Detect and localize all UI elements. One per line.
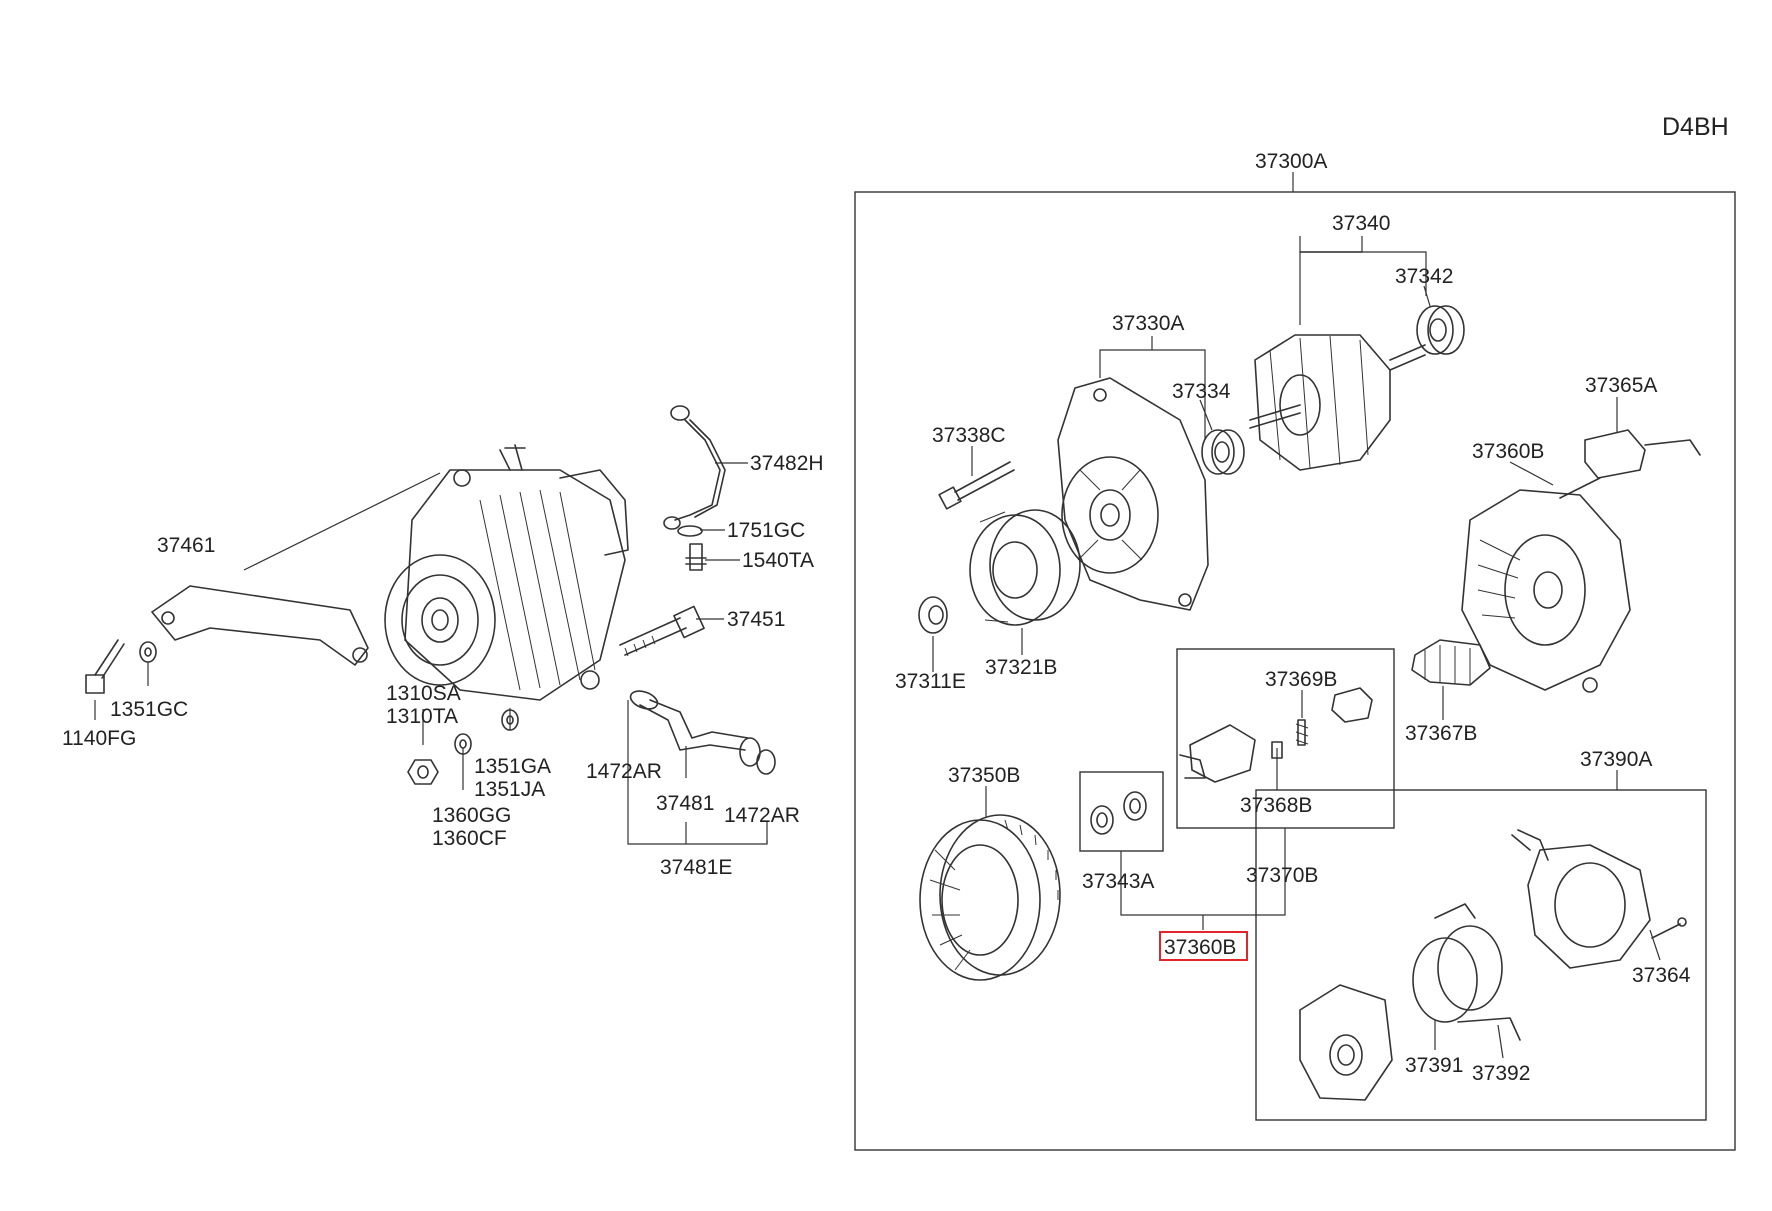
label-37334[interactable]: 37334 [1172, 380, 1231, 403]
label-1351GC[interactable]: 1351GC [110, 698, 188, 721]
label-1310SA[interactable]: 1310SA [386, 682, 461, 705]
seals-37343A [1090, 791, 1147, 835]
pulley-37321B [969, 509, 1081, 626]
connector-37365A [1559, 429, 1701, 499]
nut-37311E [918, 596, 948, 634]
label-37390A[interactable]: 37390A [1580, 748, 1652, 771]
washer-1351GC [139, 641, 157, 663]
rear-cover-37360B [1461, 489, 1631, 693]
label-37300A[interactable]: 37300A [1255, 150, 1327, 173]
vacuum-pump-body-37390A [1511, 829, 1651, 969]
assembly-37390A-box [1255, 789, 1707, 1121]
washer-1360GG [454, 733, 472, 755]
brush-holder-37369B [1295, 687, 1373, 746]
label-37481E[interactable]: 37481E [660, 856, 732, 879]
label-37338C[interactable]: 37338C [932, 424, 1006, 447]
bolt-37364 [1651, 917, 1687, 939]
label-37369B[interactable]: 37369B [1265, 668, 1337, 691]
label-1540TA[interactable]: 1540TA [742, 549, 814, 572]
housing-37392 [1299, 984, 1393, 1101]
stator-37350B [919, 814, 1061, 981]
label-1351JA[interactable]: 1351JA [474, 778, 545, 801]
bolt-37338C [938, 461, 1015, 510]
label-37364[interactable]: 37364 [1632, 964, 1691, 987]
label-37321B[interactable]: 37321B [985, 656, 1057, 679]
label-37360B-group[interactable]: 37360B [1164, 936, 1236, 959]
label-37330A[interactable]: 37330A [1112, 312, 1184, 335]
label-1472AR-a[interactable]: 1472AR [586, 760, 662, 783]
bolt-1540TA [685, 543, 707, 571]
label-37481[interactable]: 37481 [656, 792, 714, 815]
label-1472AR-b[interactable]: 1472AR [724, 804, 800, 827]
alternator-assembly-left [384, 444, 629, 701]
highlight-box-37360B [1159, 931, 1248, 961]
label-1310TA[interactable]: 1310TA [386, 705, 458, 728]
bearing-37342 [1416, 305, 1465, 355]
label-37461[interactable]: 37461 [157, 534, 215, 557]
bolt-1140FG [85, 639, 125, 694]
assembly-37300A-box [854, 191, 1736, 1151]
label-37391[interactable]: 37391 [1405, 1054, 1463, 1077]
bolt-37451 [619, 605, 705, 657]
front-housing-37330A [1057, 377, 1209, 611]
bracket-37461 [151, 585, 369, 666]
rotor-37391 [1412, 903, 1521, 1041]
label-37340[interactable]: 37340 [1332, 212, 1390, 235]
label-37350B[interactable]: 37350B [948, 764, 1020, 787]
label-1360CF[interactable]: 1360CF [432, 827, 507, 850]
label-37368B[interactable]: 37368B [1240, 794, 1312, 817]
leader-lines [94, 172, 1661, 1059]
label-1360GG[interactable]: 1360GG [432, 804, 511, 827]
rotor-37340 [1249, 334, 1426, 471]
label-37342[interactable]: 37342 [1395, 265, 1453, 288]
regulator-37367B [1411, 639, 1491, 686]
label-37367B[interactable]: 37367B [1405, 722, 1477, 745]
label-37392[interactable]: 37392 [1472, 1062, 1530, 1085]
nut-1310SA [407, 759, 439, 785]
label-37451[interactable]: 37451 [727, 608, 785, 631]
hose-37481 [629, 690, 776, 775]
label-37360B-cover[interactable]: 37360B [1472, 440, 1544, 463]
label-1351GA[interactable]: 1351GA [474, 755, 551, 778]
label-1140FG[interactable]: 1140FG [62, 727, 136, 750]
cable-37482H [663, 405, 726, 530]
label-37482H[interactable]: 37482H [750, 452, 824, 475]
brush-37368B [1179, 724, 1283, 783]
label-37311E[interactable]: 37311E [895, 670, 966, 693]
label-1751GC[interactable]: 1751GC [727, 519, 805, 542]
part-labels: 37300A 37340 37342 37330A 37334 37365A 3… [62, 150, 1691, 1085]
washer-1351GA [501, 709, 519, 731]
label-37343A[interactable]: 37343A [1082, 870, 1154, 893]
engine-code: D4BH [1662, 113, 1729, 141]
label-37370B[interactable]: 37370B [1246, 864, 1318, 887]
washer-1751GC [677, 525, 703, 537]
label-37365A[interactable]: 37365A [1585, 374, 1657, 397]
bearing-37334 [1201, 429, 1245, 475]
